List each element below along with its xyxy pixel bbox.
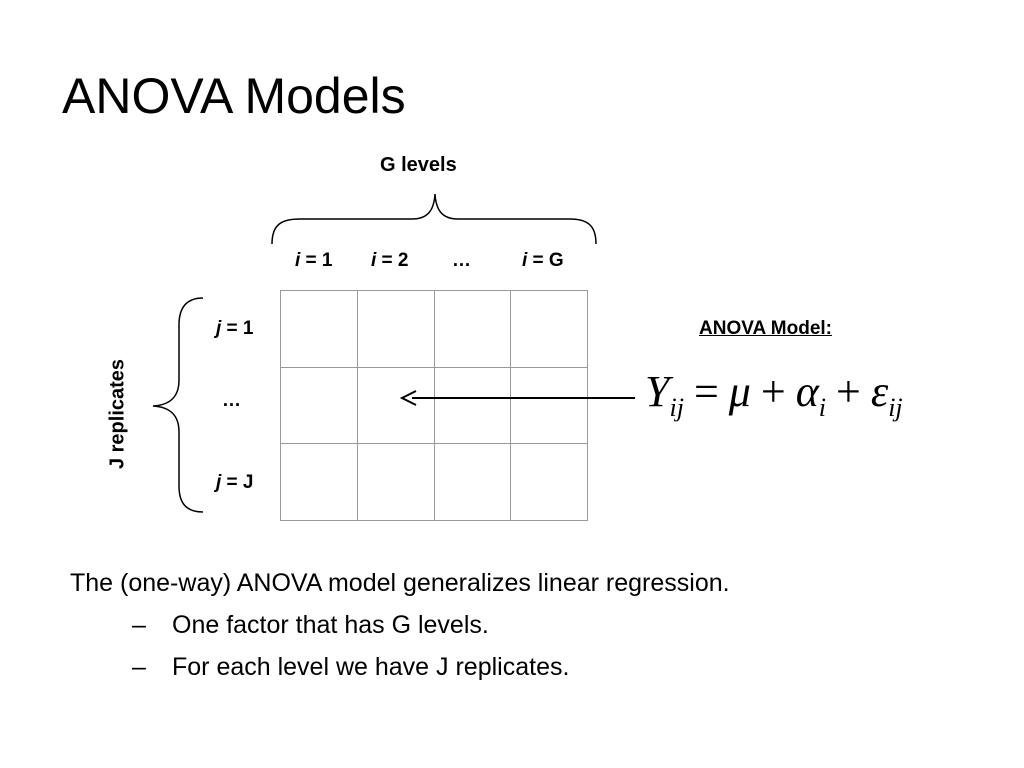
grid-cell [281, 367, 358, 445]
eq-alpha: α [795, 367, 819, 416]
row-label-ellipsis-text: … [222, 390, 241, 411]
anova-model-label: ANOVA Model: [699, 318, 832, 339]
left-curly-brace [152, 297, 204, 513]
top-curly-brace [271, 193, 597, 245]
g-levels-label: G levels [380, 154, 457, 176]
row-label-1-text: = 1 [221, 318, 254, 339]
bullet-1: –One factor that has G levels. [70, 604, 730, 646]
column-label-2-text: = 2 [376, 250, 409, 271]
column-label-2: i = 2 [371, 250, 409, 272]
slide-title: ANOVA Models [62, 68, 406, 124]
grid-cell [434, 367, 512, 445]
row-label-1: j = 1 [216, 318, 254, 340]
bullet-2-dash: – [132, 653, 146, 681]
row-label-j-var: j [216, 472, 222, 493]
eq-alpha-subscript: i [818, 393, 827, 422]
grid-cell [357, 444, 435, 521]
arrow-head [399, 390, 417, 406]
column-label-g-text: = G [527, 250, 564, 271]
grid-cell [357, 291, 435, 368]
grid-cell [511, 291, 588, 368]
grid-cell [434, 444, 512, 521]
bullet-2-text: For each level we have J replicates. [172, 653, 570, 681]
row-label-ellipsis: … [222, 390, 241, 412]
column-label-1: i = 1 [295, 250, 333, 272]
grid-cell [281, 444, 358, 521]
row-label-1-var: j [216, 318, 222, 339]
grid-cell [511, 444, 588, 521]
column-label-ellipsis-text: … [452, 250, 471, 271]
eq-epsilon: ε [870, 367, 889, 416]
column-label-ellipsis: … [452, 250, 471, 272]
eq-plus-1: + [760, 367, 786, 416]
eq-y-subscript: ij [669, 393, 684, 422]
row-label-j-text: = J [221, 472, 254, 493]
eq-epsilon-subscript: ij [888, 393, 903, 422]
body-line-1: The (one-way) ANOVA model generalizes li… [70, 569, 730, 597]
grid-cell [357, 367, 435, 445]
eq-equals: = [693, 367, 719, 416]
eq-y: Y [645, 367, 670, 416]
grid-cell [434, 291, 512, 368]
body-text: The (one-way) ANOVA model generalizes li… [70, 562, 730, 688]
column-label-g: i = G [522, 250, 564, 272]
bullet-1-dash: – [132, 611, 146, 639]
grid-cell [511, 367, 588, 445]
row-label-j: j = J [216, 472, 254, 494]
column-label-1-var: i [295, 250, 301, 271]
data-grid [280, 290, 588, 521]
eq-mu: μ [728, 367, 751, 416]
eq-plus-2: + [836, 367, 861, 416]
column-label-1-text: = 1 [300, 250, 333, 271]
grid-cell [281, 291, 358, 368]
bullet-1-text: One factor that has G levels. [172, 611, 489, 639]
column-label-2-var: i [371, 250, 377, 271]
anova-equation: Yij=μ+αi+εij [645, 362, 903, 422]
column-label-g-var: i [522, 250, 528, 271]
bullet-2: –For each level we have J replicates. [70, 646, 730, 688]
